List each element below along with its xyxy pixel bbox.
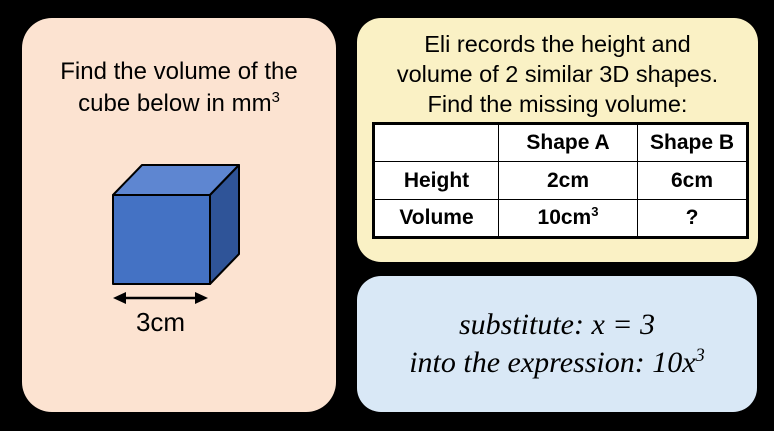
- cube-diagram: [112, 164, 240, 304]
- expression-line: into the expression: 10x3: [409, 344, 705, 382]
- volume-shape-a-value: 10cm3: [498, 199, 638, 238]
- volume-row-label: Volume: [373, 199, 499, 238]
- cube-question-superscript: 3: [271, 90, 280, 106]
- volume-shape-b-missing: ?: [637, 199, 748, 238]
- substitute-line: substitute: x = 3: [458, 308, 656, 341]
- volume-a-base: 10cm: [537, 206, 592, 229]
- substitution-hint-panel: substitute: x = 3 into the expression: 1…: [357, 276, 757, 412]
- expression-line-base: into the expression: 10x: [409, 346, 696, 379]
- cube-volume-panel: Find the volume of the cube below in mm3…: [22, 18, 336, 412]
- height-shape-a-value: 2cm: [498, 161, 638, 200]
- table-row-volume: Volume 10cm3 ?: [373, 199, 748, 238]
- similar-shapes-question-text: Eli records the height and volume of 2 s…: [357, 29, 758, 119]
- similar-shapes-panel: Eli records the height and volume of 2 s…: [357, 18, 758, 262]
- table-header-shape-b: Shape B: [637, 123, 748, 162]
- table-header-shape-a: Shape A: [498, 123, 638, 162]
- cube-question-line1: Find the volume of the: [60, 58, 298, 85]
- table-row-height: Height 2cm 6cm: [373, 161, 748, 200]
- cube-front-face: [112, 194, 211, 285]
- shapes-data-table: Shape A Shape B Height 2cm 6cm Volume 10…: [372, 122, 749, 239]
- dimension-arrow: [113, 292, 208, 304]
- cube-question-text: Find the volume of the cube below in mm3: [22, 56, 336, 120]
- similar-question-line2: volume of 2 similar 3D shapes.: [396, 61, 719, 87]
- similar-question-line3: Find the missing volume:: [427, 91, 688, 117]
- cube-dimension-label: 3cm: [135, 307, 186, 337]
- table-header-row: Shape A Shape B: [373, 123, 748, 162]
- expression-line-superscript: 3: [695, 345, 705, 366]
- similar-question-line1: Eli records the height and: [424, 31, 691, 57]
- table-corner-cell: [373, 123, 499, 162]
- height-row-label: Height: [373, 161, 499, 200]
- height-shape-b-value: 6cm: [637, 161, 748, 200]
- volume-a-superscript: 3: [591, 204, 599, 219]
- cube-question-line2: cube below in mm: [78, 90, 272, 117]
